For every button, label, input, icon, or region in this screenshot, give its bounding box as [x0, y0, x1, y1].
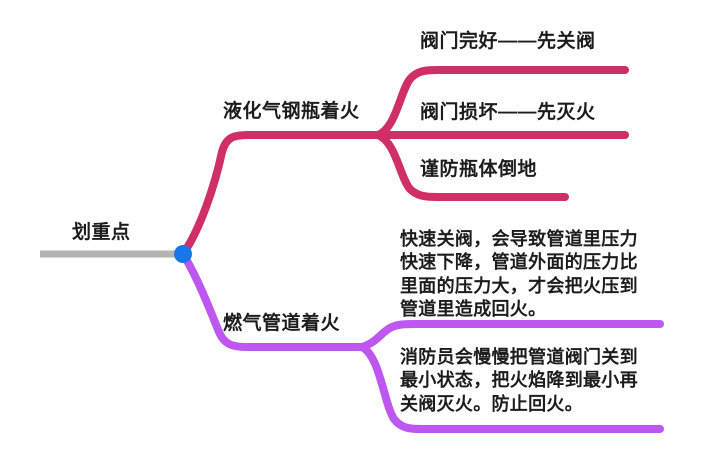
leaf-label-cylinder-falling[interactable]: 谨防瓶体倒地	[420, 159, 538, 180]
root-node-dot[interactable]	[174, 245, 192, 263]
branch-line-leaf-4	[358, 320, 664, 351]
branch-line-leaf-3	[374, 131, 569, 201]
branch-line-leaf-1	[374, 66, 629, 139]
leaf-label-valve-intact[interactable]: 阀门完好——先关阀	[420, 31, 596, 52]
root-node-label[interactable]: 划重点	[72, 222, 131, 243]
branch-label-topic-1[interactable]: 液化气钢瓶着火	[223, 101, 360, 122]
branch-line-topic-2	[179, 250, 366, 351]
branch-line-leaf-5	[358, 343, 664, 433]
leaf-label-firefighter-procedure[interactable]: 消防员会慢慢把管道阀门关到最小状态，把火焰降到最小再关阀灭火。防止回火。	[400, 347, 638, 414]
branch-line-topic-1	[179, 131, 382, 258]
branch-label-topic-2[interactable]: 燃气管道着火	[223, 313, 341, 334]
leaf-label-valve-damaged[interactable]: 阀门损坏——先灭火	[420, 102, 596, 123]
leaf-label-backfire-explanation[interactable]: 快速关阀，会导致管道里压力快速下降，管道外面的压力比里面的压力大，才会把火压到管…	[400, 229, 638, 320]
